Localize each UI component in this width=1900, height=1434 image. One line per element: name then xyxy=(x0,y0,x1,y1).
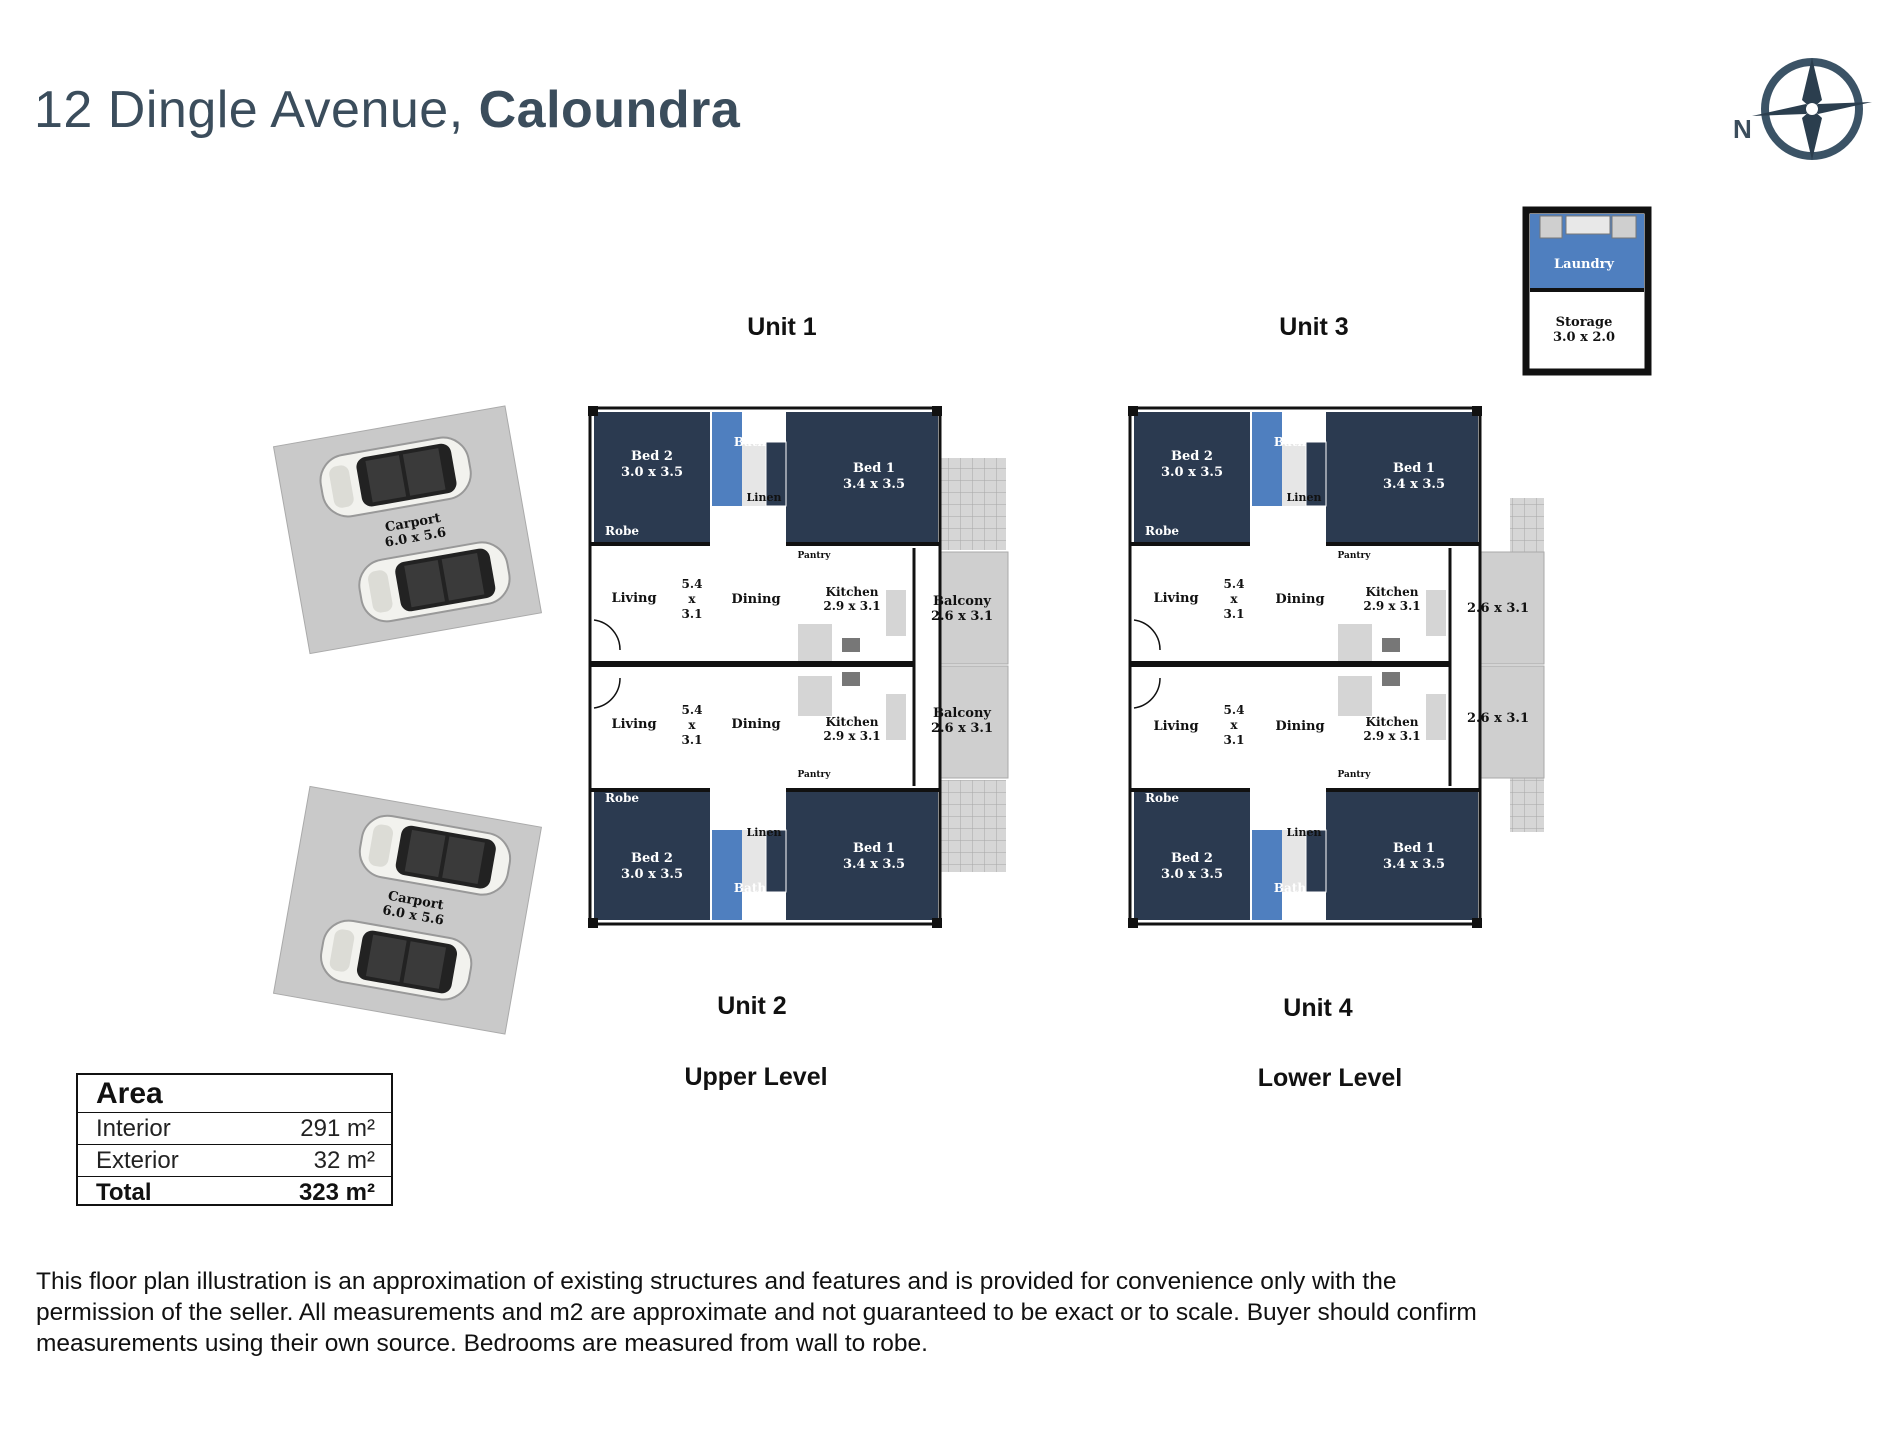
u3-living-x: x xyxy=(1230,592,1238,606)
title-suburb: Caloundra xyxy=(478,81,741,139)
area-row-interior: Interior 291 m² xyxy=(78,1113,391,1145)
laundry-building: Laundry Storage 3.0 x 2.0 xyxy=(1522,206,1652,376)
u1-bed1-size: 3.4 x 3.5 xyxy=(843,477,905,492)
compass-icon: N xyxy=(1733,58,1872,160)
u1-kitchen: Kitchen xyxy=(826,585,879,599)
u3-living-w: 5.4 xyxy=(1224,577,1245,591)
u2-bed2: Bed 2 xyxy=(631,851,673,866)
u1-living-h: 3.1 xyxy=(682,607,703,621)
u1-dining: Dining xyxy=(731,592,780,607)
disclaimer-text: This floor plan illustration is an appro… xyxy=(36,1268,1477,1357)
u4-kitchen: Kitchen xyxy=(1366,715,1419,729)
u4-linen: Linen xyxy=(1287,826,1322,839)
compass-label: N xyxy=(1733,114,1752,144)
u4-living-w: 5.4 xyxy=(1224,703,1245,717)
area-row-total: Total 323 m² xyxy=(78,1177,391,1208)
area-label: Exterior xyxy=(96,1147,179,1174)
page-title: 12 Dingle Avenue, Caloundra xyxy=(34,80,740,140)
area-label: Interior xyxy=(96,1115,171,1142)
u4-living: Living xyxy=(1153,719,1198,734)
u4-living-h: 3.1 xyxy=(1224,733,1245,747)
u3-bed2-size: 3.0 x 3.5 xyxy=(1161,465,1223,480)
u3-bed2: Bed 2 xyxy=(1171,449,1213,464)
upper-level-heading: Upper Level xyxy=(684,1063,827,1091)
unit-1-heading: Unit 1 xyxy=(747,313,817,341)
u2-bed1-size: 3.4 x 3.5 xyxy=(843,857,905,872)
u2-robe: Robe xyxy=(605,791,639,805)
laundry-label: Laundry xyxy=(1554,257,1614,272)
u1-robe: Robe xyxy=(605,524,639,538)
building-upper: Bed 2 3.0 x 3.5 Bed 1 3.4 x 3.5 Bath Lin… xyxy=(588,406,1009,928)
u1-pantry: Pantry xyxy=(797,551,831,561)
u3-kitchen: Kitchen xyxy=(1366,585,1419,599)
u3-bed1: Bed 1 xyxy=(1393,461,1435,476)
u1-bed1: Bed 1 xyxy=(853,461,895,476)
u4-bath: Bath xyxy=(1274,881,1306,895)
u2-living-h: 3.1 xyxy=(682,733,703,747)
area-row-exterior: Exterior 32 m² xyxy=(78,1145,391,1177)
u4-patio-size: 2.6 x 3.1 xyxy=(1467,711,1529,726)
u4-robe: Robe xyxy=(1145,791,1179,805)
u2-living: Living xyxy=(611,717,656,732)
u1-living-w: 5.4 xyxy=(682,577,703,591)
u1-living-x: x xyxy=(688,592,696,606)
u4-kitchen-size: 2.9 x 3.1 xyxy=(1363,729,1420,743)
u1-living: Living xyxy=(611,591,656,606)
u3-dining: Dining xyxy=(1275,592,1324,607)
u1-linen: Linen xyxy=(747,491,782,504)
u3-bed1-size: 3.4 x 3.5 xyxy=(1383,477,1445,492)
carport-upper: Carport 6.0 x 5.6 xyxy=(272,405,543,655)
area-heading: Area xyxy=(78,1075,391,1113)
u2-living-w: 5.4 xyxy=(682,703,703,717)
u3-robe: Robe xyxy=(1145,524,1179,538)
u4-bed1: Bed 1 xyxy=(1393,841,1435,856)
u4-bed2-size: 3.0 x 3.5 xyxy=(1161,867,1223,882)
u4-bed2: Bed 2 xyxy=(1171,851,1213,866)
u3-patio-size: 2.6 x 3.1 xyxy=(1467,601,1529,616)
unit-2-heading: Unit 2 xyxy=(717,992,786,1020)
title-address: 12 Dingle Avenue, xyxy=(34,81,464,139)
u1-bath: Bath xyxy=(734,435,766,449)
u3-pantry: Pantry xyxy=(1337,551,1371,561)
area-value: 323 m² xyxy=(298,1179,375,1206)
u3-living-h: 3.1 xyxy=(1224,607,1245,621)
storage-label: Storage xyxy=(1556,315,1613,330)
u4-pantry: Pantry xyxy=(1337,770,1371,780)
u1-bed2-size: 3.0 x 3.5 xyxy=(621,465,683,480)
unit-4-heading: Unit 4 xyxy=(1283,994,1353,1022)
u2-linen: Linen xyxy=(747,826,782,839)
u3-bath: Bath xyxy=(1274,435,1306,449)
u2-bed1: Bed 1 xyxy=(853,841,895,856)
u3-living: Living xyxy=(1153,591,1198,606)
u2-dining: Dining xyxy=(731,717,780,732)
area-value: 291 m² xyxy=(300,1115,375,1142)
u2-bath: Bath xyxy=(734,881,766,895)
area-value: 32 m² xyxy=(313,1147,375,1174)
area-label: Total xyxy=(96,1179,152,1206)
u1-balcony: Balcony xyxy=(933,594,991,609)
lower-level-heading: Lower Level xyxy=(1258,1064,1403,1092)
u2-kitchen-size: 2.9 x 3.1 xyxy=(823,729,880,743)
unit-3-heading: Unit 3 xyxy=(1279,313,1348,341)
u2-balcony-size: 2.6 x 3.1 xyxy=(931,721,993,736)
u2-living-x: x xyxy=(688,718,696,732)
u2-bed2-size: 3.0 x 3.5 xyxy=(621,867,683,882)
u1-balcony-size: 2.6 x 3.1 xyxy=(931,609,993,624)
u3-kitchen-size: 2.9 x 3.1 xyxy=(1363,599,1420,613)
building-lower: Bed 2 3.0 x 3.5 Bed 1 3.4 x 3.5 Bath Lin… xyxy=(1128,406,1545,928)
u2-pantry: Pantry xyxy=(797,770,831,780)
u4-dining: Dining xyxy=(1275,719,1324,734)
u1-kitchen-size: 2.9 x 3.1 xyxy=(823,599,880,613)
u1-bed2: Bed 2 xyxy=(631,449,673,464)
u2-balcony: Balcony xyxy=(933,706,991,721)
u4-living-x: x xyxy=(1230,718,1238,732)
carport-lower: Carport 6.0 x 5.6 xyxy=(272,785,543,1035)
u2-kitchen: Kitchen xyxy=(826,715,879,729)
u4-bed1-size: 3.4 x 3.5 xyxy=(1383,857,1445,872)
area-table: Area Interior 291 m² Exterior 32 m² Tota… xyxy=(76,1073,393,1206)
u3-linen: Linen xyxy=(1287,491,1322,504)
storage-size: 3.0 x 2.0 xyxy=(1553,330,1615,345)
